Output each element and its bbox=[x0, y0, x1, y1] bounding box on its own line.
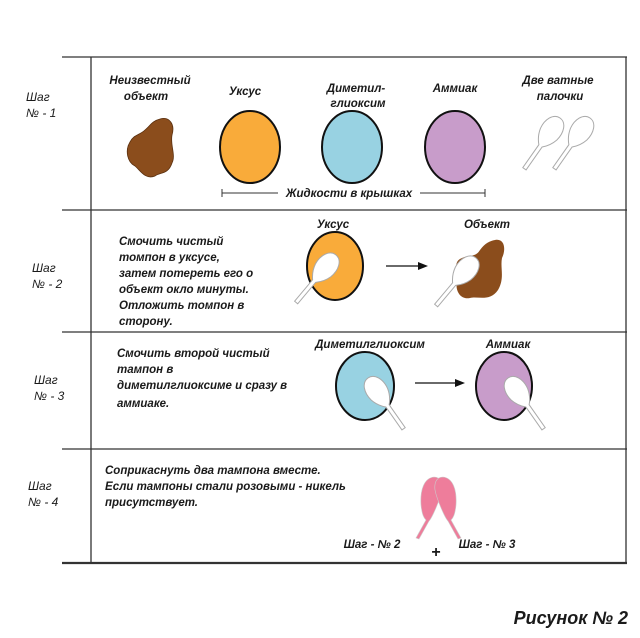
description-line: Смочить чистый bbox=[119, 236, 223, 248]
ammonia-cap bbox=[424, 110, 486, 184]
dmg-label: Диметил- bbox=[326, 83, 386, 95]
arrow-icon bbox=[415, 379, 465, 387]
step2-swab-label: Шаг - № 2 bbox=[344, 539, 401, 551]
object-label: Объект bbox=[464, 219, 510, 231]
plus-sign: + bbox=[431, 544, 440, 561]
vinegar-label: Уксус bbox=[229, 86, 262, 98]
description-line: Соприкаснуть два тампона вместе. bbox=[105, 465, 321, 477]
description-line: затем потереть его о bbox=[119, 268, 253, 280]
description-line: Если тампоны стали розовыми - никель bbox=[105, 481, 346, 493]
row-4-description: Соприкаснуть два тампона вместе. Если та… bbox=[105, 465, 346, 509]
description-line: присутствует. bbox=[105, 497, 198, 509]
liquids-bracket: Жидкости в крышках bbox=[221, 188, 486, 200]
step-number: № - 3 bbox=[34, 389, 65, 403]
step-number: № - 4 bbox=[28, 495, 59, 509]
figure-caption: Рисунок № 2 bbox=[514, 608, 628, 628]
dmg-label: глиоксим bbox=[330, 98, 386, 110]
vinegar-label: Уксус bbox=[317, 219, 350, 231]
step-word: Шаг bbox=[26, 90, 50, 104]
step-label-3: Шаг № - 3 bbox=[34, 373, 65, 403]
step-label-4: Шаг № - 4 bbox=[28, 479, 59, 509]
arrow-icon bbox=[386, 262, 428, 270]
liquids-caption: Жидкости в крышках bbox=[285, 188, 413, 200]
description-line: аммиаке. bbox=[117, 398, 169, 410]
vinegar-cap bbox=[219, 110, 281, 184]
pink-swabs-icon bbox=[415, 476, 462, 540]
swabs-label: палочки bbox=[537, 91, 584, 103]
step3-swab-label: Шаг - № 3 bbox=[459, 539, 516, 551]
description-line: Отложить томпон в bbox=[119, 300, 244, 312]
ammonia-label: Аммиак bbox=[485, 339, 532, 351]
unknown-object-label: Неизвестный bbox=[109, 75, 190, 87]
dmg-cap bbox=[321, 110, 383, 184]
row-1-labels: Неизвестный объект Уксус Диметил- глиокс… bbox=[109, 75, 594, 110]
step-word: Шаг bbox=[34, 373, 58, 387]
description-line: томпон в уксусе, bbox=[119, 252, 220, 264]
description-line: тампон в bbox=[117, 364, 173, 376]
table-grid bbox=[62, 56, 627, 565]
step-label-1: Шаг № - 1 bbox=[26, 90, 56, 120]
description-line: объект окло минуты. bbox=[119, 284, 249, 296]
description-line: диметилглиоксиме и сразу в bbox=[117, 380, 287, 392]
row-3-description: Смочить второй чистый тампон в диметилгл… bbox=[117, 348, 287, 410]
step-word: Шаг bbox=[32, 261, 56, 275]
object-blob bbox=[456, 239, 505, 299]
unknown-object-blob bbox=[126, 118, 174, 178]
swabs-label: Две ватные bbox=[521, 75, 594, 87]
step-label-2: Шаг № - 2 bbox=[32, 261, 63, 291]
row-2-description: Смочить чистый томпон в уксусе, затем по… bbox=[119, 236, 253, 328]
description-line: Смочить второй чистый bbox=[117, 348, 270, 360]
ammonia-label: Аммиак bbox=[432, 83, 479, 95]
description-line: сторону. bbox=[119, 316, 173, 328]
step-word: Шаг bbox=[28, 479, 52, 493]
step-number: № - 2 bbox=[32, 277, 63, 291]
unknown-object-label: объект bbox=[124, 91, 168, 103]
step-number: № - 1 bbox=[26, 106, 56, 120]
dmg-label: Диметилглиоксим bbox=[314, 339, 425, 351]
cotton-swab-icon bbox=[515, 111, 570, 176]
